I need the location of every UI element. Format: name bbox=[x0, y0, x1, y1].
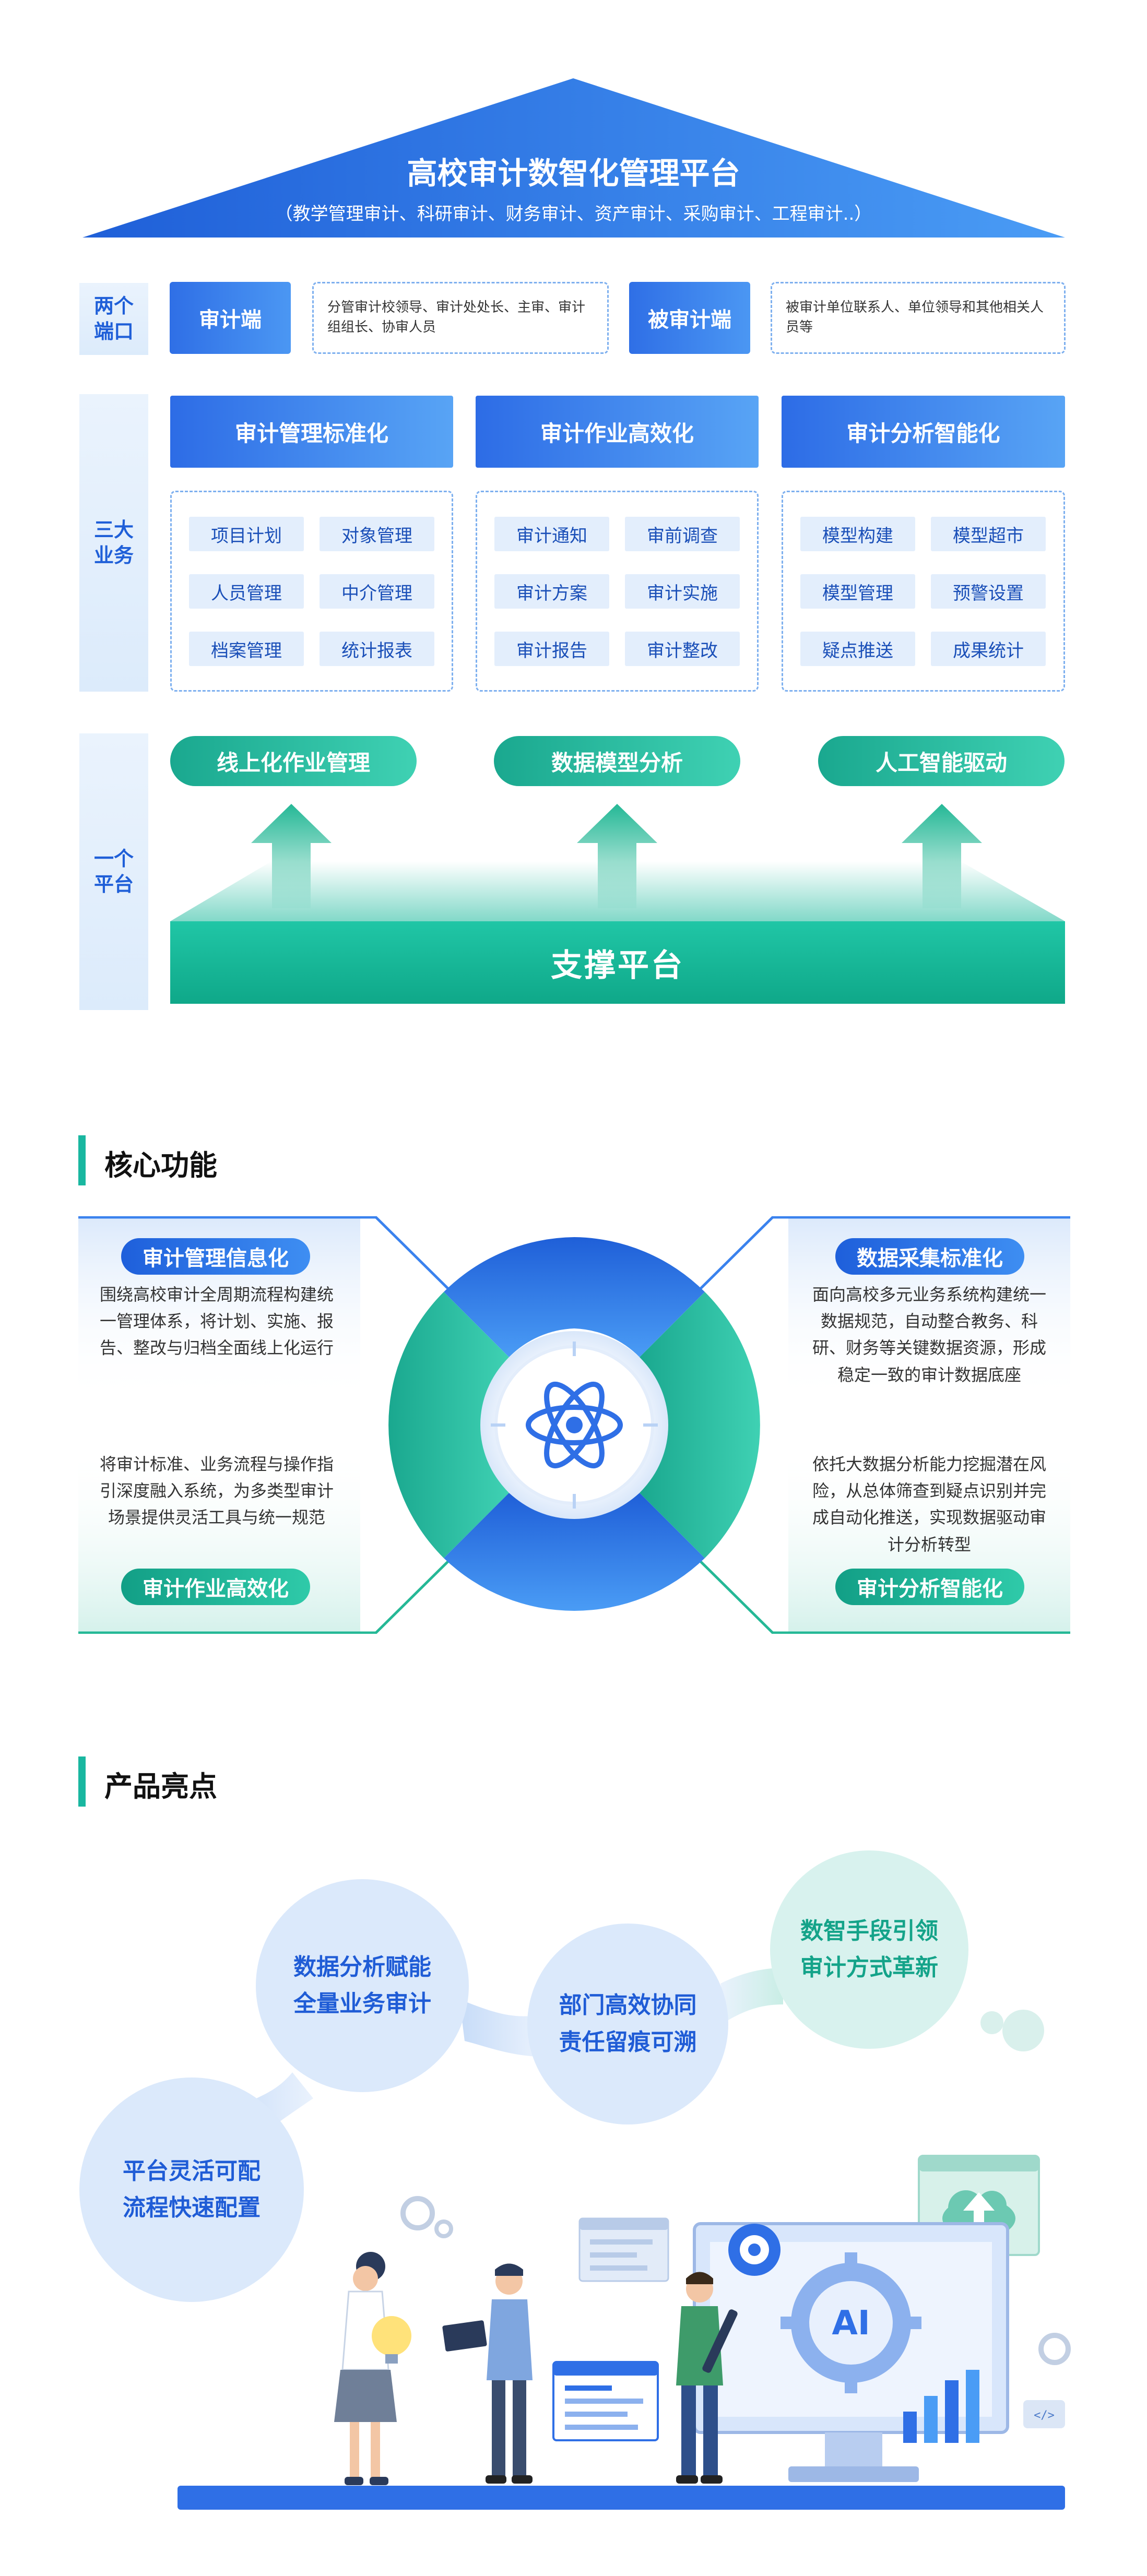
highlight-data-analysis: 数据分析赋能 全量业务审计 bbox=[256, 1879, 469, 2092]
code-badge-label: </> bbox=[1034, 2409, 1055, 2422]
highlight-flexible-config: 平台灵活可配 流程快速配置 bbox=[79, 2078, 304, 2302]
chip-alert-settings[interactable]: 预警设置 bbox=[931, 574, 1046, 609]
person-man-tablet-icon bbox=[442, 2263, 533, 2484]
support-platform-bar: 支撑平台 bbox=[170, 921, 1065, 1004]
endpoint-auditor-desc-text: 分管审计校领导、审计处处长、主审、审计组组长、协审人员 bbox=[327, 300, 586, 335]
roof-shape bbox=[82, 78, 1065, 238]
endpoint-auditee-desc: 被审计单位联系人、单位领导和其他相关人员等 bbox=[771, 282, 1066, 354]
highlight-innovation: 数智手段引领 审计方式革新 bbox=[770, 1850, 968, 2049]
row-label-business: 三大业务 bbox=[79, 394, 148, 692]
chip-result-statistics[interactable]: 成果统计 bbox=[931, 632, 1046, 666]
chip-audit-plan[interactable]: 审计方案 bbox=[494, 574, 609, 609]
section-bar-highlights bbox=[78, 1756, 86, 1807]
endpoint-auditor-button[interactable]: 审计端 bbox=[170, 282, 291, 354]
feature-info-title: 审计管理信息化 bbox=[121, 1238, 310, 1275]
platform-subtitle: （教学管理审计、科研审计、财务审计、资产审计、采购审计、工程审计..） bbox=[275, 204, 872, 224]
business-intelligent-header[interactable]: 审计分析智能化 bbox=[782, 396, 1065, 468]
highlight-flexible-line2: 流程快速配置 bbox=[123, 2194, 261, 2221]
section-title-highlights: 产品亮点 bbox=[104, 1770, 217, 1803]
bubble-connectors bbox=[219, 1968, 1044, 2151]
chip-audit-notice[interactable]: 审计通知 bbox=[494, 517, 609, 551]
chip-audit-report[interactable]: 审计报告 bbox=[494, 632, 609, 666]
business-efficient-header[interactable]: 审计作业高效化 bbox=[476, 396, 759, 468]
team-illustration: AI </> bbox=[178, 2155, 1071, 2510]
atom-icon bbox=[526, 1381, 623, 1469]
person-engineer-icon bbox=[676, 2272, 738, 2484]
monitor-ai-label: AI bbox=[832, 2304, 870, 2343]
row-label-endpoints: 两个端口 bbox=[79, 283, 148, 355]
chip-model-management[interactable]: 模型管理 bbox=[800, 574, 915, 609]
feature-data-text: 面向高校多元业务系统构建统一数据规范，自动整合教务、科研、财务等关键数据资源，形… bbox=[812, 1285, 1046, 1385]
pillar-ai-driven[interactable]: 人工智能驱动 bbox=[818, 736, 1065, 786]
code-icon: </> bbox=[1023, 2400, 1065, 2428]
gear-icon bbox=[400, 2196, 1071, 2365]
pillar-data-model-analysis[interactable]: 数据模型分析 bbox=[494, 736, 740, 786]
highlight-collab-line1: 部门高效协同 bbox=[559, 1992, 697, 2019]
endpoint-auditee-desc-text: 被审计单位联系人、单位领导和其他相关人员等 bbox=[786, 300, 1044, 335]
chip-agency-management[interactable]: 中介管理 bbox=[320, 574, 434, 609]
section-bar-core bbox=[78, 1135, 86, 1185]
endpoint-auditor-desc: 分管审计校领导、审计处处长、主审、审计组组长、协审人员 bbox=[312, 282, 609, 354]
chip-model-market[interactable]: 模型超市 bbox=[931, 517, 1046, 551]
document-panel-icon bbox=[578, 2217, 669, 2282]
chip-object-management[interactable]: 对象管理 bbox=[320, 517, 434, 551]
business-standard-header[interactable]: 审计管理标准化 bbox=[170, 396, 453, 468]
platform-title: 高校审计数智化管理平台 bbox=[407, 156, 740, 191]
chip-audit-rectification[interactable]: 审计整改 bbox=[625, 632, 740, 666]
gear-icon-small bbox=[434, 2219, 453, 2238]
highlight-innov-line1: 数智手段引领 bbox=[800, 1917, 938, 1944]
chip-model-building[interactable]: 模型构建 bbox=[800, 517, 915, 551]
chip-personnel-management[interactable]: 人员管理 bbox=[189, 574, 304, 609]
settings-badge-icon bbox=[728, 2224, 781, 2276]
report-card-icon bbox=[552, 2361, 659, 2441]
chip-pre-audit-survey[interactable]: 审前调查 bbox=[625, 517, 740, 551]
support-platform-graphic bbox=[170, 804, 1065, 921]
feature-info-text: 围绕高校审计全周期流程构建统一管理体系，将计划、实施、报告、整改与归档全面线上化… bbox=[99, 1285, 334, 1358]
row-label-endpoints-text: 两个端口 bbox=[93, 294, 134, 343]
feature-efficient-text: 将审计标准、业务流程与操作指引深度融入系统，为多类型审计场景提供灵活工具与统一规… bbox=[99, 1454, 334, 1528]
feature-intelligent-text: 依托大数据分析能力挖掘潜在风险，从总体筛查到疑点识别并完成自动化推送，实现数据驱… bbox=[812, 1454, 1046, 1554]
person-woman-icon bbox=[334, 2252, 411, 2485]
highlight-innov-line2: 审计方式革新 bbox=[800, 1954, 938, 1981]
chip-archive-management[interactable]: 档案管理 bbox=[189, 632, 304, 666]
chip-statistics-report[interactable]: 统计报表 bbox=[320, 632, 434, 666]
row-label-platform-text: 一个平台 bbox=[93, 847, 134, 896]
highlight-data-line1: 数据分析赋能 bbox=[293, 1953, 431, 1980]
endpoint-auditee-button[interactable]: 被审计端 bbox=[629, 282, 750, 354]
feature-efficient-title: 审计作业高效化 bbox=[121, 1569, 310, 1605]
feature-intelligent-title: 审计分析智能化 bbox=[835, 1569, 1024, 1605]
row-label-platform: 一个平台 bbox=[79, 733, 148, 1010]
highlight-flexible-line1: 平台灵活可配 bbox=[123, 2157, 261, 2185]
chip-project-plan[interactable]: 项目计划 bbox=[189, 517, 304, 551]
highlight-data-line2: 全量业务审计 bbox=[293, 1990, 431, 2017]
chip-audit-implementation[interactable]: 审计实施 bbox=[625, 574, 740, 609]
row-label-business-text: 三大业务 bbox=[93, 518, 134, 567]
highlight-collaboration: 部门高效协同 责任留痕可溯 bbox=[527, 1924, 728, 2124]
highlight-collab-line2: 责任留痕可溯 bbox=[559, 2028, 697, 2056]
pillar-online-operation[interactable]: 线上化作业管理 bbox=[170, 736, 417, 786]
chip-suspicion-push[interactable]: 疑点推送 bbox=[800, 632, 915, 666]
section-title-core: 核心功能 bbox=[104, 1149, 217, 1182]
feature-data-title: 数据采集标准化 bbox=[835, 1238, 1024, 1275]
